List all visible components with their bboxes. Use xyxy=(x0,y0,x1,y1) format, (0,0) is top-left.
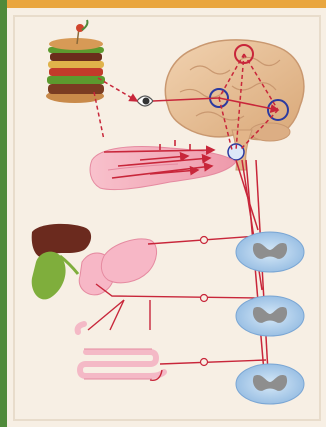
left-border xyxy=(0,0,7,427)
top-border xyxy=(7,0,326,8)
spinal-cord-section-3 xyxy=(236,364,304,404)
spinal-cord-section-1 xyxy=(236,232,304,272)
spinal-cord-section-2 xyxy=(236,296,304,336)
